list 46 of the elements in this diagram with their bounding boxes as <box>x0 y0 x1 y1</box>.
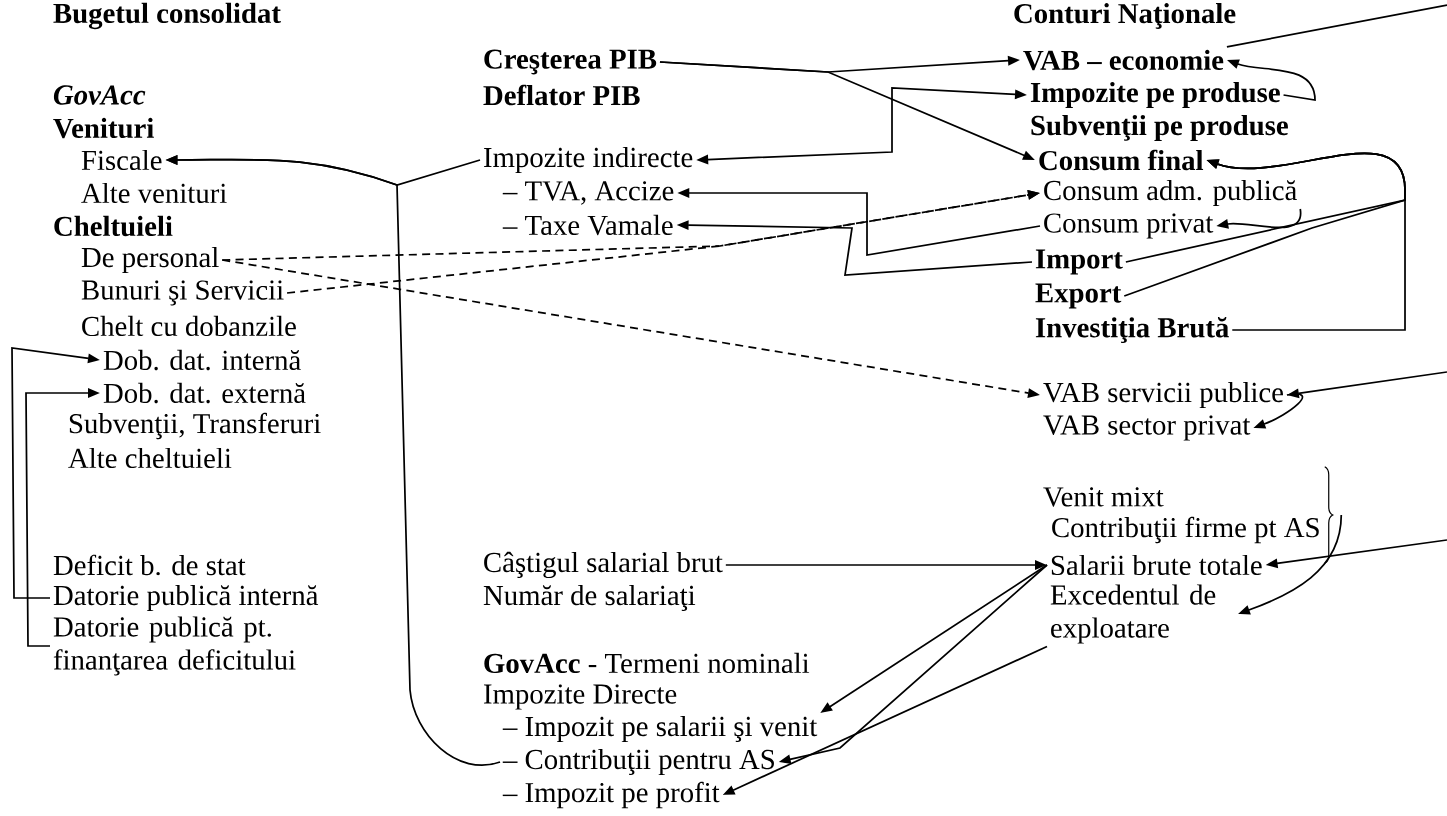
text-label: Salarii brute totale <box>1051 554 1262 576</box>
text-label: De personal <box>81 246 219 274</box>
text-label: Consum adm. publică <box>1044 179 1297 207</box>
text-label: Impozite indirecte <box>484 146 693 174</box>
text-label: Bugetul consolidat <box>53 2 281 30</box>
text-label: GovAcc - Termeni nominali <box>484 652 810 674</box>
text-label: Venit mixt <box>1043 487 1164 507</box>
connector-line <box>1226 4 1447 48</box>
text-label: Subvenţii, Transferuri <box>69 412 321 440</box>
text-label: Consum final <box>1039 149 1204 171</box>
text-label: Conturi Naţionale <box>1014 3 1236 29</box>
text-label: Impozite pe produse <box>1030 81 1280 109</box>
text-label: Alte cheltuieli <box>68 447 232 469</box>
text-label: Contribuţii firme pt AS <box>1052 516 1319 544</box>
text-label: Investiţia Brută <box>1035 316 1229 344</box>
text-label: Datorie publică pt. finanţarea deficitului <box>53 616 296 676</box>
text-label: – Impozit pe salarii şi venit <box>502 715 818 743</box>
text-label: Export <box>1035 283 1122 309</box>
text-label: Număr de salariaţi <box>483 584 696 612</box>
text-label: – Contribuţii pentru AS <box>502 748 774 776</box>
text-label: Dob. dat. internă <box>103 349 301 371</box>
text-label: VAB – economie <box>1023 49 1224 71</box>
text-label: Import <box>1035 249 1123 275</box>
text-label: Fiscale <box>81 149 162 171</box>
text-label: – Impozit pe profit <box>502 781 720 809</box>
text-label: VAB sector privat <box>1043 415 1251 441</box>
text-label: Subvenţii pe produse <box>1031 114 1288 142</box>
text-label: – Taxe Vamale <box>502 214 673 236</box>
text-label: VAB servicii publice <box>1043 381 1283 409</box>
text-label: Deficit b. de stat <box>53 554 246 576</box>
text-label: Câştigul salarial brut <box>484 551 723 579</box>
text-label: Impozite Directe <box>484 684 677 710</box>
text-label: Bunuri şi Servicii <box>81 280 284 306</box>
curly-brace <box>1324 466 1334 564</box>
text-label: Chelt cu dobanzile <box>82 315 296 337</box>
text-label: Venituri <box>53 117 154 139</box>
text-label: GovAcc <box>53 85 146 105</box>
text-label: Dob. dat. externă <box>103 382 306 404</box>
text-label: Deflator PIB <box>483 84 640 106</box>
text-label: Consum privat <box>1044 213 1214 239</box>
text-label: Alte venituri <box>81 182 227 204</box>
text-label: Cheltuieli <box>54 215 173 237</box>
text-label: Excedentul de exploatare <box>1050 584 1216 644</box>
text-label: – TVA, Accize <box>502 181 674 205</box>
text-label: Datorie publică internă <box>53 584 319 612</box>
text-label: Creşterea PIB <box>484 49 657 75</box>
